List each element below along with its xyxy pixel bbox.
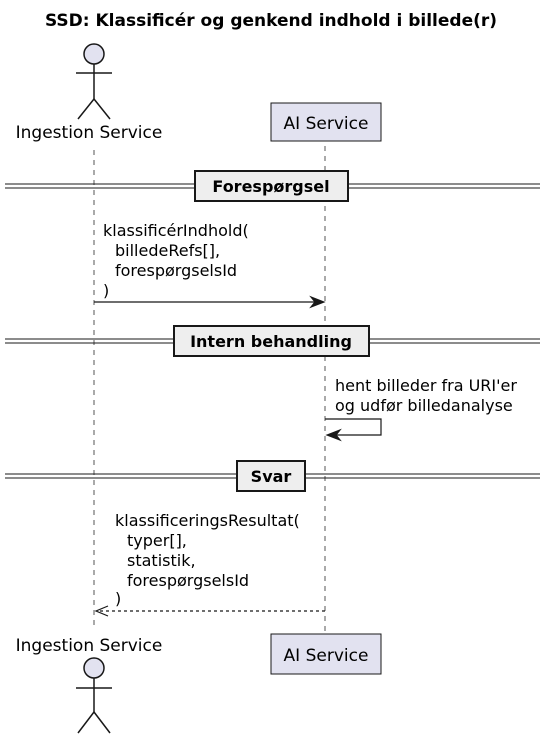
self-line-2: og udfør billedanalyse — [335, 396, 513, 415]
reply-line-5: ) — [115, 589, 121, 608]
section-divider-request — [5, 170, 540, 202]
request-message-text: klassificérIndhold( billedeRefs[], fores… — [103, 221, 249, 300]
reply-arrow — [94, 605, 325, 617]
participant-box-ai-service-top — [270, 102, 382, 142]
self-message-text: hent billeder fra URI'er og udfør billed… — [335, 376, 517, 415]
participant-label-ai-service-bottom: AI Service — [284, 646, 369, 666]
section-label-reply: Svar — [251, 467, 292, 486]
participant-box-ai-service-bottom — [270, 633, 382, 675]
participant-label-ingestion-bottom: Ingestion Service — [16, 636, 163, 656]
participant-label-ai-service-top: AI Service — [284, 114, 369, 134]
request-line-3: forespørgselsId — [115, 261, 237, 280]
reply-line-4: forespørgselsId — [127, 571, 249, 590]
self-line-1: hent billeder fra URI'er — [335, 376, 517, 395]
request-line-1: klassificérIndhold( — [103, 221, 249, 240]
section-label-request: Forespørgsel — [212, 177, 329, 196]
section-label-internal: Intern behandling — [190, 332, 352, 351]
section-divider-reply — [5, 460, 540, 492]
reply-line-2: typer[], — [127, 531, 187, 550]
reply-line-3: statistik, — [127, 551, 196, 570]
request-line-2: billedeRefs[], — [115, 241, 220, 260]
diagram-title: SSD: Klassificér og genkend indhold i bi… — [45, 11, 497, 31]
request-line-4: ) — [103, 281, 109, 300]
reply-message-text: klassificeringsResultat( typer[], statis… — [115, 511, 300, 608]
section-divider-internal — [5, 325, 540, 357]
reply-line-1: klassificeringsResultat( — [115, 511, 300, 530]
request-arrow — [94, 295, 326, 309]
participant-label-ingestion-top: Ingestion Service — [16, 123, 163, 143]
self-message-arrow — [325, 418, 382, 442]
actor-icon-top — [76, 43, 112, 120]
actor-icon-bottom — [76, 657, 112, 734]
